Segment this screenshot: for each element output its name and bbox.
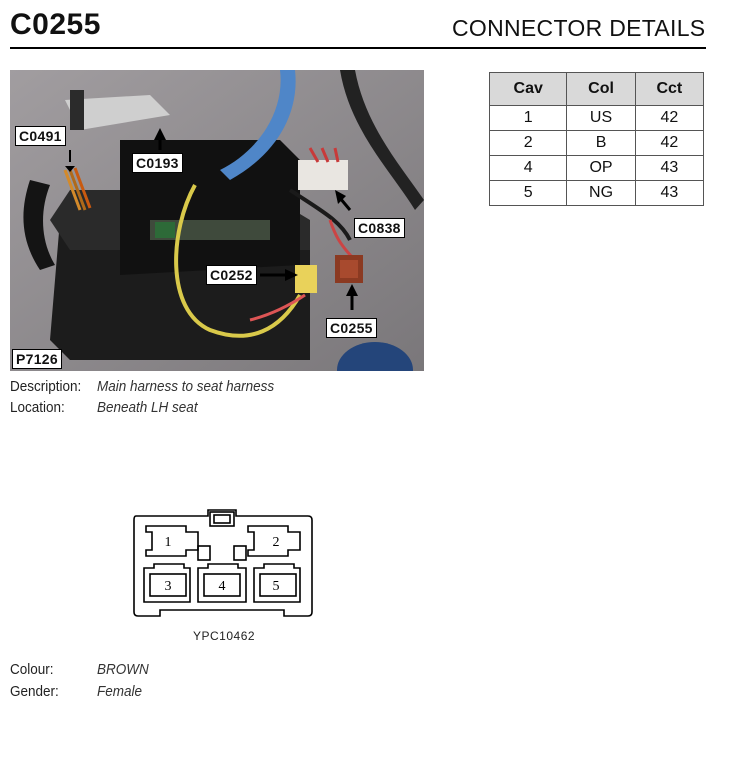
location-value: Beneath LH seat [97, 399, 198, 416]
cell-cav: 2 [488, 130, 568, 156]
arrow-icon [285, 269, 298, 281]
colour-label: Colour: [10, 661, 54, 678]
cell-col: B [566, 130, 636, 156]
table-row: 1 US 42 [488, 105, 705, 131]
connector-face-diagram: 1 2 3 4 5 [133, 509, 313, 617]
table-row: 5 NG 43 [488, 180, 705, 206]
cell-col: NG [566, 180, 636, 206]
header-divider [10, 47, 706, 49]
column-header-cct: Cct [634, 72, 705, 106]
section-title: CONNECTOR DETAILS [452, 15, 706, 41]
cell-cav: 1 [488, 105, 568, 131]
arrow-icon [346, 284, 358, 296]
cell-col: US [566, 105, 636, 131]
cavity-number-1: 1 [165, 535, 172, 550]
callout-p7126: P7126 [12, 349, 62, 369]
callout-c0193: C0193 [132, 153, 183, 173]
colour-value: BROWN [97, 661, 149, 678]
callout-c0491: C0491 [15, 126, 66, 146]
location-label: Location: [10, 399, 65, 416]
cell-cct: 43 [634, 180, 705, 206]
arrow-icon [154, 128, 166, 140]
cell-cct: 43 [634, 155, 705, 181]
cavity-number-4: 4 [219, 579, 226, 594]
cell-cav: 5 [488, 180, 568, 206]
callout-c0255: C0255 [326, 318, 377, 338]
cell-cct: 42 [634, 130, 705, 156]
description-label: Description: [10, 378, 82, 395]
cavity-number-3: 3 [165, 579, 172, 594]
table-header-row: Cav Col Cct [488, 72, 705, 106]
cavity-table: Cav Col Cct 1 US 42 2 B 42 4 OP 43 5 NG … [488, 72, 705, 206]
callout-c0838: C0838 [354, 218, 405, 238]
column-header-col: Col [566, 72, 636, 106]
cavity-number-5: 5 [273, 579, 280, 594]
column-header-cav: Cav [488, 72, 568, 106]
table-row: 4 OP 43 [488, 155, 705, 181]
connector-code: C0255 [10, 8, 101, 41]
arrow-icon [335, 190, 346, 204]
cell-cav: 4 [488, 155, 568, 181]
arrow-icon [65, 166, 75, 172]
callout-c0252: C0252 [206, 265, 257, 285]
gender-label: Gender: [10, 683, 59, 700]
cavity-number-2: 2 [273, 535, 280, 550]
cell-cct: 42 [634, 105, 705, 131]
description-value: Main harness to seat harness [97, 378, 275, 395]
connector-location-photo: C0491 C0193 C0838 C0252 C0255 P7126 [10, 70, 424, 371]
gender-value: Female [97, 683, 143, 700]
table-row: 2 B 42 [488, 130, 705, 156]
diagram-part-number: YPC10462 [193, 629, 256, 643]
cell-col: OP [566, 155, 636, 181]
